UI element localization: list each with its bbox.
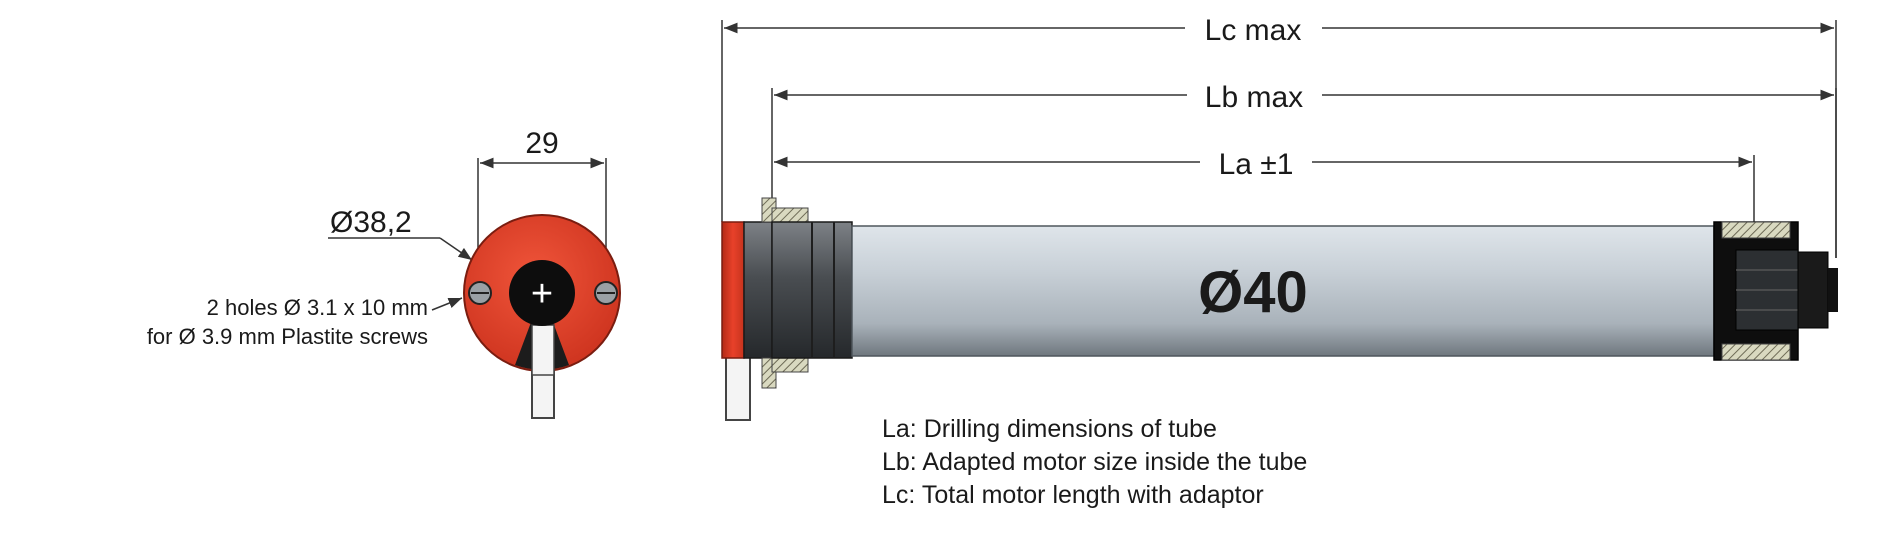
legend-la: La: Drilling dimensions of tube [882, 415, 1217, 443]
diameter-leader [439, 237, 473, 261]
drive-tip [1828, 268, 1838, 312]
lc-label: Lc max [1205, 14, 1302, 47]
width-label: 29 [525, 127, 558, 160]
motor-head-red [721, 221, 745, 359]
screw-hole-left [468, 281, 492, 305]
center-mark: + [531, 273, 553, 315]
lb-label: Lb max [1205, 81, 1303, 114]
drive-crown [1797, 251, 1829, 329]
ring-section-bottom-b [771, 357, 809, 373]
screw-hole-right [594, 281, 618, 305]
tube-diameter-label: Ø40 [1198, 260, 1308, 325]
holes-leader [431, 297, 463, 311]
end-view: 29 Ø38,2 + 2 holes Ø 3.1 x 10 mm for Ø 3… [147, 127, 621, 419]
holes-note-line2: for Ø 3.9 mm Plastite screws [147, 324, 428, 349]
adaptor-section-top [1721, 221, 1791, 239]
diameter-label: Ø38,2 [330, 206, 412, 239]
motor-tube [851, 225, 1715, 357]
end-shaft-visible [531, 324, 555, 376]
motor-collar [743, 221, 773, 359]
legend: La: Drilling dimensions of tube Lb: Adap… [882, 415, 1307, 509]
holes-note-line1: 2 holes Ø 3.1 x 10 mm [207, 295, 428, 320]
adaptor-section-bottom [1721, 343, 1791, 361]
legend-lc: Lc: Total motor length with adaptor [882, 481, 1264, 509]
ring-section-top-b [771, 207, 809, 223]
side-shaft [725, 354, 751, 421]
la-label: La ±1 [1219, 148, 1294, 181]
center-hub [509, 260, 575, 326]
side-view: Lc max Lb max La ±1 Ø40 [721, 14, 1838, 421]
legend-lb: Lb: Adapted motor size inside the tube [882, 448, 1307, 476]
